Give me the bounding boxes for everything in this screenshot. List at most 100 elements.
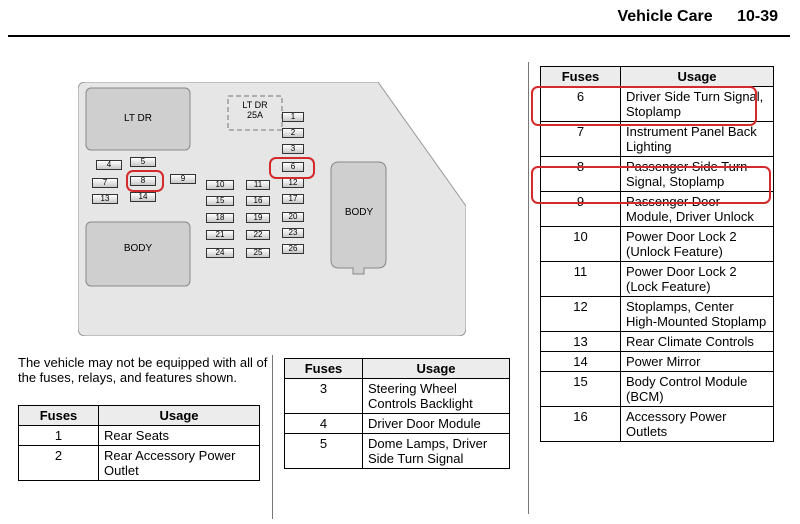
usage-column-header: Usage [98,405,260,426]
body-relay-right [330,161,387,275]
fuse-17: 17 [282,194,304,204]
fuse-number-cell: 5 [284,433,363,469]
usage-column-header: Usage [620,66,774,87]
fuse-18: 18 [206,213,234,223]
fuse-usage-cell: Accessory Power Outlets [620,406,774,442]
fuse-number-cell: 3 [284,378,363,414]
fuse-number-cell: 12 [540,296,621,332]
fuse-26: 26 [282,244,304,254]
fuse-number-cell: 15 [540,371,621,407]
fuse-25: 25 [246,248,270,258]
fuse-block-outline [78,82,466,336]
fuse-usage-cell: Steering Wheel Controls Backlight [362,378,510,414]
fuse-14: 14 [130,192,156,202]
fuse-usage-cell: Power Door Lock 2 (Lock Feature) [620,261,774,297]
body-label-right: BODY [344,207,374,218]
fuse-usage-cell: Dome Lamps, Driver Side Turn Signal [362,433,510,469]
fuse-23: 23 [282,228,304,238]
fuse-9: 9 [170,174,196,184]
fuse-22: 22 [246,230,270,240]
lt-dr-relay [85,87,191,151]
fuse-usage-cell: Driver Side Turn Signal, Stoplamp [620,86,774,122]
fuse-8-row-highlight [531,166,771,204]
fuse-20: 20 [282,212,304,222]
fuse-block-diagram: LT DR LT DR 25A BODY BODY 1 2 3 6 12 17 … [78,82,466,336]
fuse-15: 15 [206,196,234,206]
fuse-usage-cell: Passenger Side Turn Signal, Stoplamp [620,156,774,192]
fuse-usage-cell: Driver Door Module [362,413,510,434]
fuse-number-cell: 9 [540,191,621,227]
fuse-number-cell: 1 [18,425,99,446]
fuse-6: 6 [282,162,304,172]
table-header-row: Fuses Usage [284,358,510,379]
fuse-8: 8 [130,176,156,186]
equipment-note: The vehicle may not be equipped with all… [18,355,268,385]
fuse-usage-cell: Stoplamps, Center High-Mounted Stoplamp [620,296,774,332]
fuse-21: 21 [206,230,234,240]
fuse-usage-cell: Power Door Lock 2 (Unlock Feature) [620,226,774,262]
fuses-column-header: Fuses [540,66,621,87]
fuse-19: 19 [246,213,270,223]
column-divider-right [528,62,529,514]
fuse-11: 11 [246,180,270,190]
fuse-4: 4 [96,160,122,170]
fuse-7: 7 [92,178,118,188]
section-title: Vehicle Care [617,8,713,25]
fuse-1: 1 [282,112,304,122]
fuse-number-cell: 4 [284,413,363,434]
page-header: Vehicle Care 10-39 [617,8,778,26]
fuse-number-cell: 14 [540,351,621,372]
fuse-6-row-highlight [531,86,757,126]
fuse-24: 24 [206,248,234,258]
lt-dr-label: LT DR [124,113,152,124]
fuse-16: 16 [246,196,270,206]
fuse-13: 13 [92,194,118,204]
fuse-3: 3 [282,144,304,154]
body-label-left: BODY [123,243,153,254]
fuse-usage-cell: Rear Climate Controls [620,331,774,352]
table-header-row: Fuses Usage [540,66,774,87]
fuse-usage-cell: Passenger Door Module, Driver Unlock [620,191,774,227]
fuse-number-cell: 11 [540,261,621,297]
fuse-usage-cell: Rear Seats [98,425,260,446]
fuse-5: 5 [130,157,156,167]
table-header-row: Fuses Usage [18,405,260,426]
fuse-number-cell: 7 [540,121,621,157]
header-rule [8,35,790,37]
fuse-usage-cell: Power Mirror [620,351,774,372]
fuse-usage-cell: Instrument Panel Back Lighting [620,121,774,157]
fuse-number-cell: 16 [540,406,621,442]
usage-column-header: Usage [362,358,510,379]
fuses-column-header: Fuses [18,405,99,426]
fuse-usage-cell: Rear Accessory Power Outlet [98,445,260,481]
fuse-10: 10 [206,180,234,190]
fuse-2: 2 [282,128,304,138]
lt-dr-25a-label: LT DR 25A [242,100,268,120]
fuse-number-cell: 10 [540,226,621,262]
fuse-8-highlight [126,170,164,192]
fuses-column-header: Fuses [284,358,363,379]
fuse-12: 12 [282,178,304,188]
fuse-6-highlight [269,157,315,179]
column-divider-left [272,355,273,519]
